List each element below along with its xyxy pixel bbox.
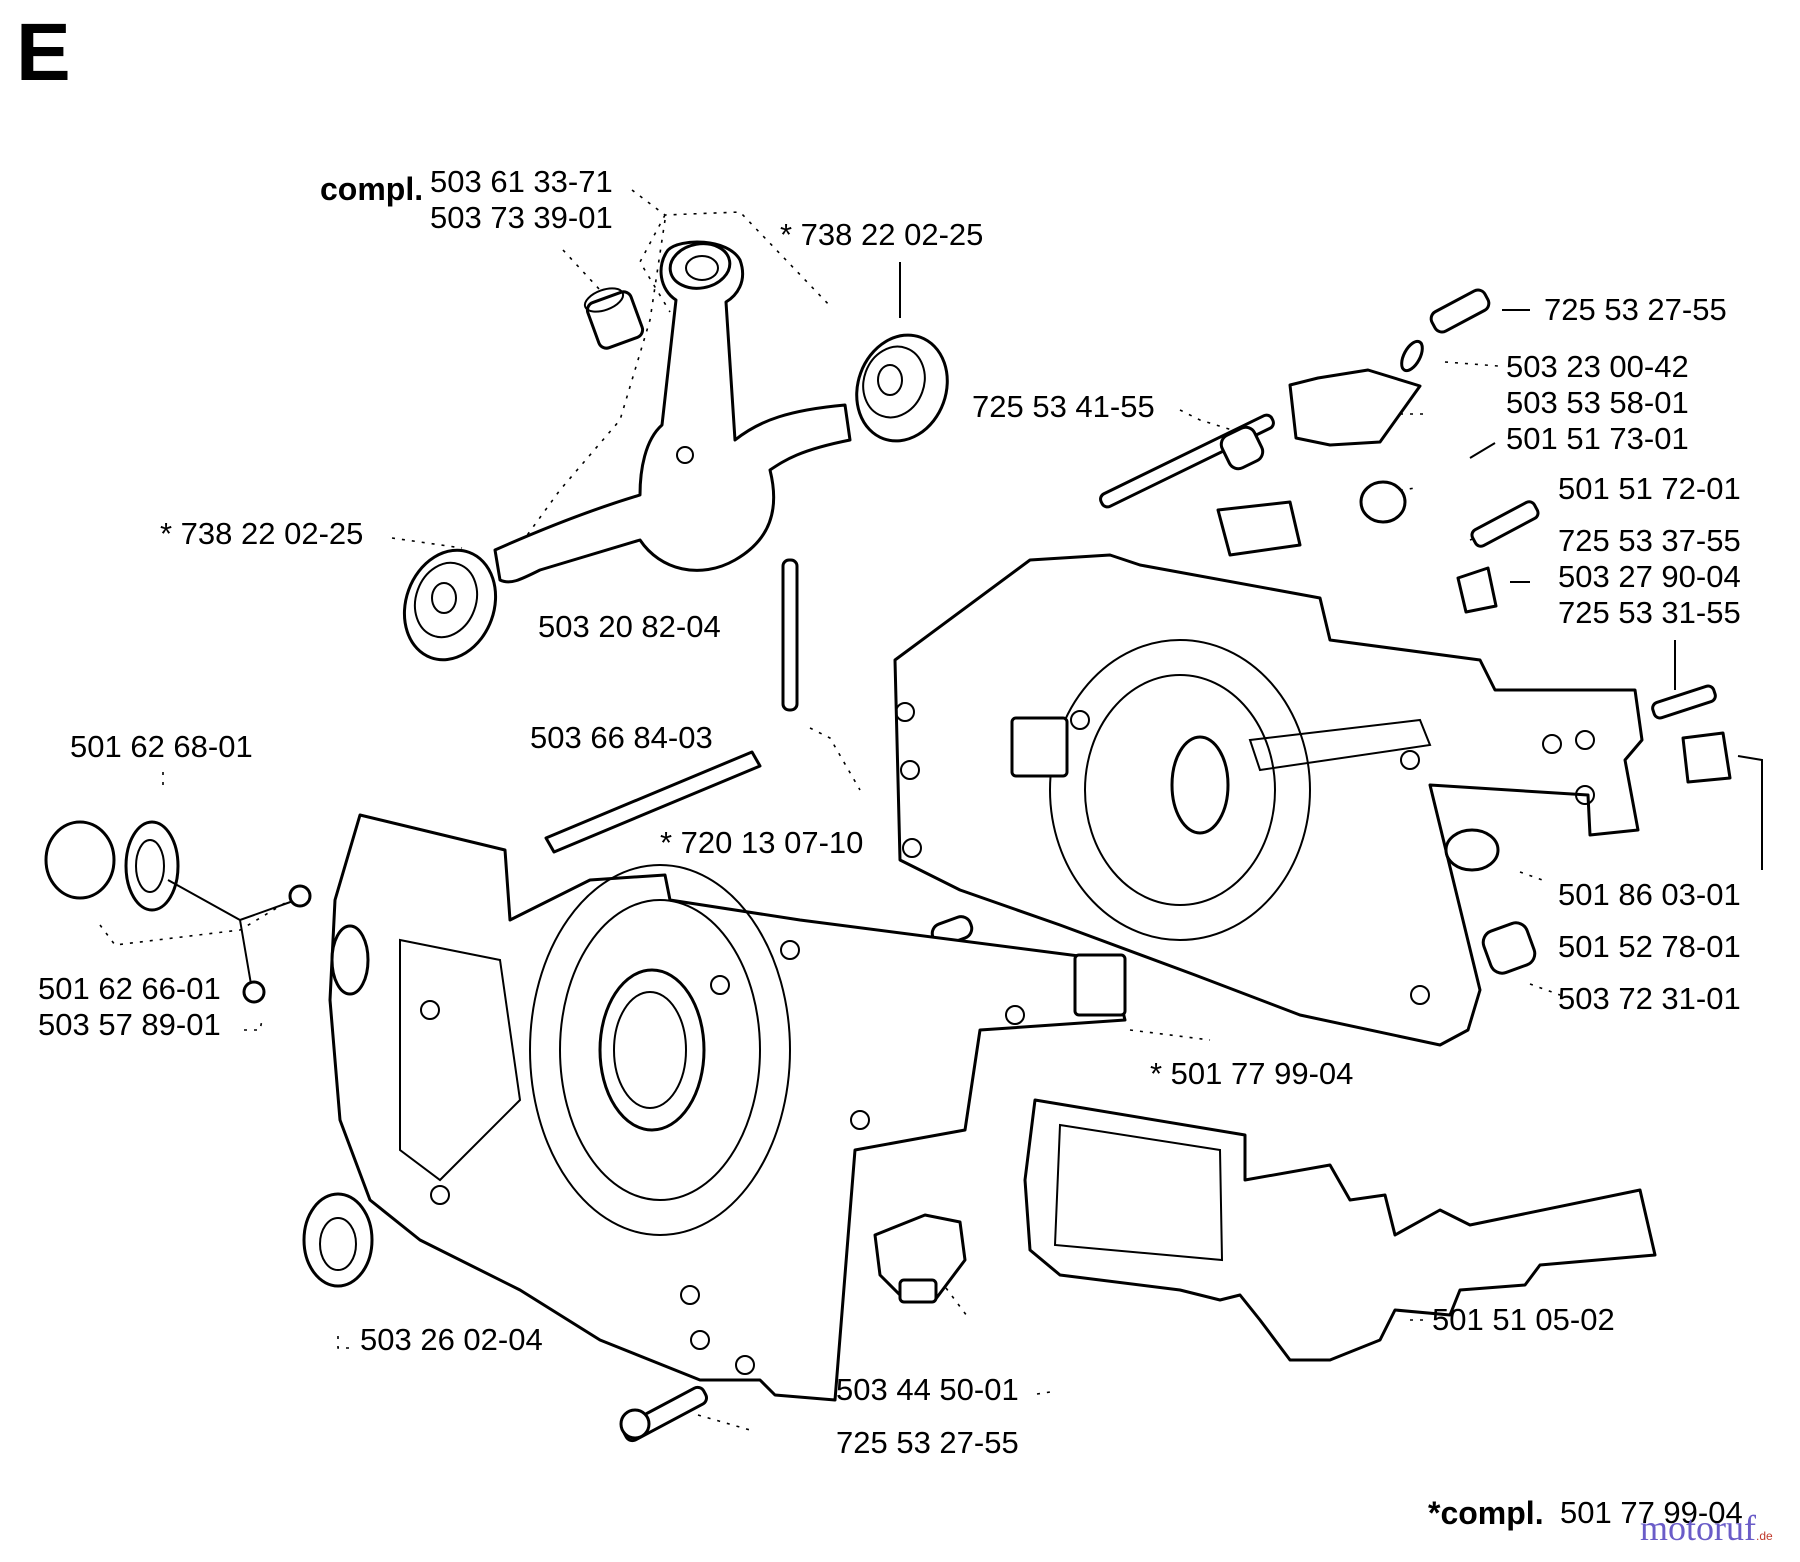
part-label[interactable]: 503 66 84-03 <box>530 720 713 755</box>
part-label[interactable]: 503 73 39-01 <box>430 200 613 235</box>
right-crankcase <box>893 553 1644 1047</box>
part-label[interactable]: * 738 22 02-25 <box>780 217 984 252</box>
part-label[interactable]: 503 61 33-71 <box>430 164 613 199</box>
compl-label: compl. <box>320 171 424 207</box>
part-label[interactable]: 503 57 89-01 <box>38 1007 221 1042</box>
part-label[interactable]: 501 62 66-01 <box>38 971 221 1006</box>
part-label[interactable]: 725 53 37-55 <box>1558 523 1741 558</box>
part-label[interactable]: 501 86 03-01 <box>1558 877 1741 912</box>
part-label[interactable]: 501 51 05-02 <box>1432 1302 1615 1337</box>
part-label[interactable]: * 501 77 99-04 <box>1150 1056 1354 1091</box>
part-label[interactable]: 503 20 82-04 <box>538 609 721 644</box>
part-label[interactable]: 503 44 50-01 <box>836 1372 1019 1407</box>
watermark: motoruf.de <box>1640 1510 1773 1554</box>
section-letter: E <box>16 7 71 98</box>
part-label[interactable]: 503 26 02-04 <box>360 1322 543 1357</box>
part-label[interactable]: 503 53 58-01 <box>1506 385 1689 420</box>
part-label[interactable]: 501 51 72-01 <box>1558 471 1741 506</box>
footer-compl-number[interactable]: 501 77 99-04 <box>1560 1495 1743 1530</box>
left-crankcase <box>328 813 1127 1402</box>
part-label[interactable]: 503 27 90-04 <box>1558 559 1741 594</box>
part-label[interactable]: 725 53 27-55 <box>1544 292 1727 327</box>
part-label[interactable]: 503 72 31-01 <box>1558 981 1741 1016</box>
part-label[interactable]: * 738 22 02-25 <box>160 516 364 551</box>
part-label[interactable]: 501 62 68-01 <box>70 729 253 764</box>
part-label[interactable]: * 720 13 07-10 <box>660 825 864 860</box>
footer-compl-label: *compl. <box>1428 1495 1544 1531</box>
crankshaft-assembly <box>402 240 949 662</box>
watermark-text: motoruf <box>1640 1508 1756 1548</box>
hardware-parts <box>302 288 1732 1443</box>
pins <box>544 558 974 947</box>
watermark-suffix: .de <box>1755 1529 1773 1543</box>
part-label[interactable]: 501 52 78-01 <box>1558 929 1741 964</box>
part-label[interactable]: 503 23 00-42 <box>1506 349 1689 384</box>
part-label[interactable]: 501 51 73-01 <box>1506 421 1689 456</box>
fuel-cap-assembly <box>44 820 312 1004</box>
part-label[interactable]: 725 53 31-55 <box>1558 595 1741 630</box>
part-label[interactable]: 725 53 41-55 <box>972 389 1155 424</box>
part-label[interactable]: 725 53 27-55 <box>836 1425 1019 1460</box>
gasket <box>1023 1098 1657 1362</box>
